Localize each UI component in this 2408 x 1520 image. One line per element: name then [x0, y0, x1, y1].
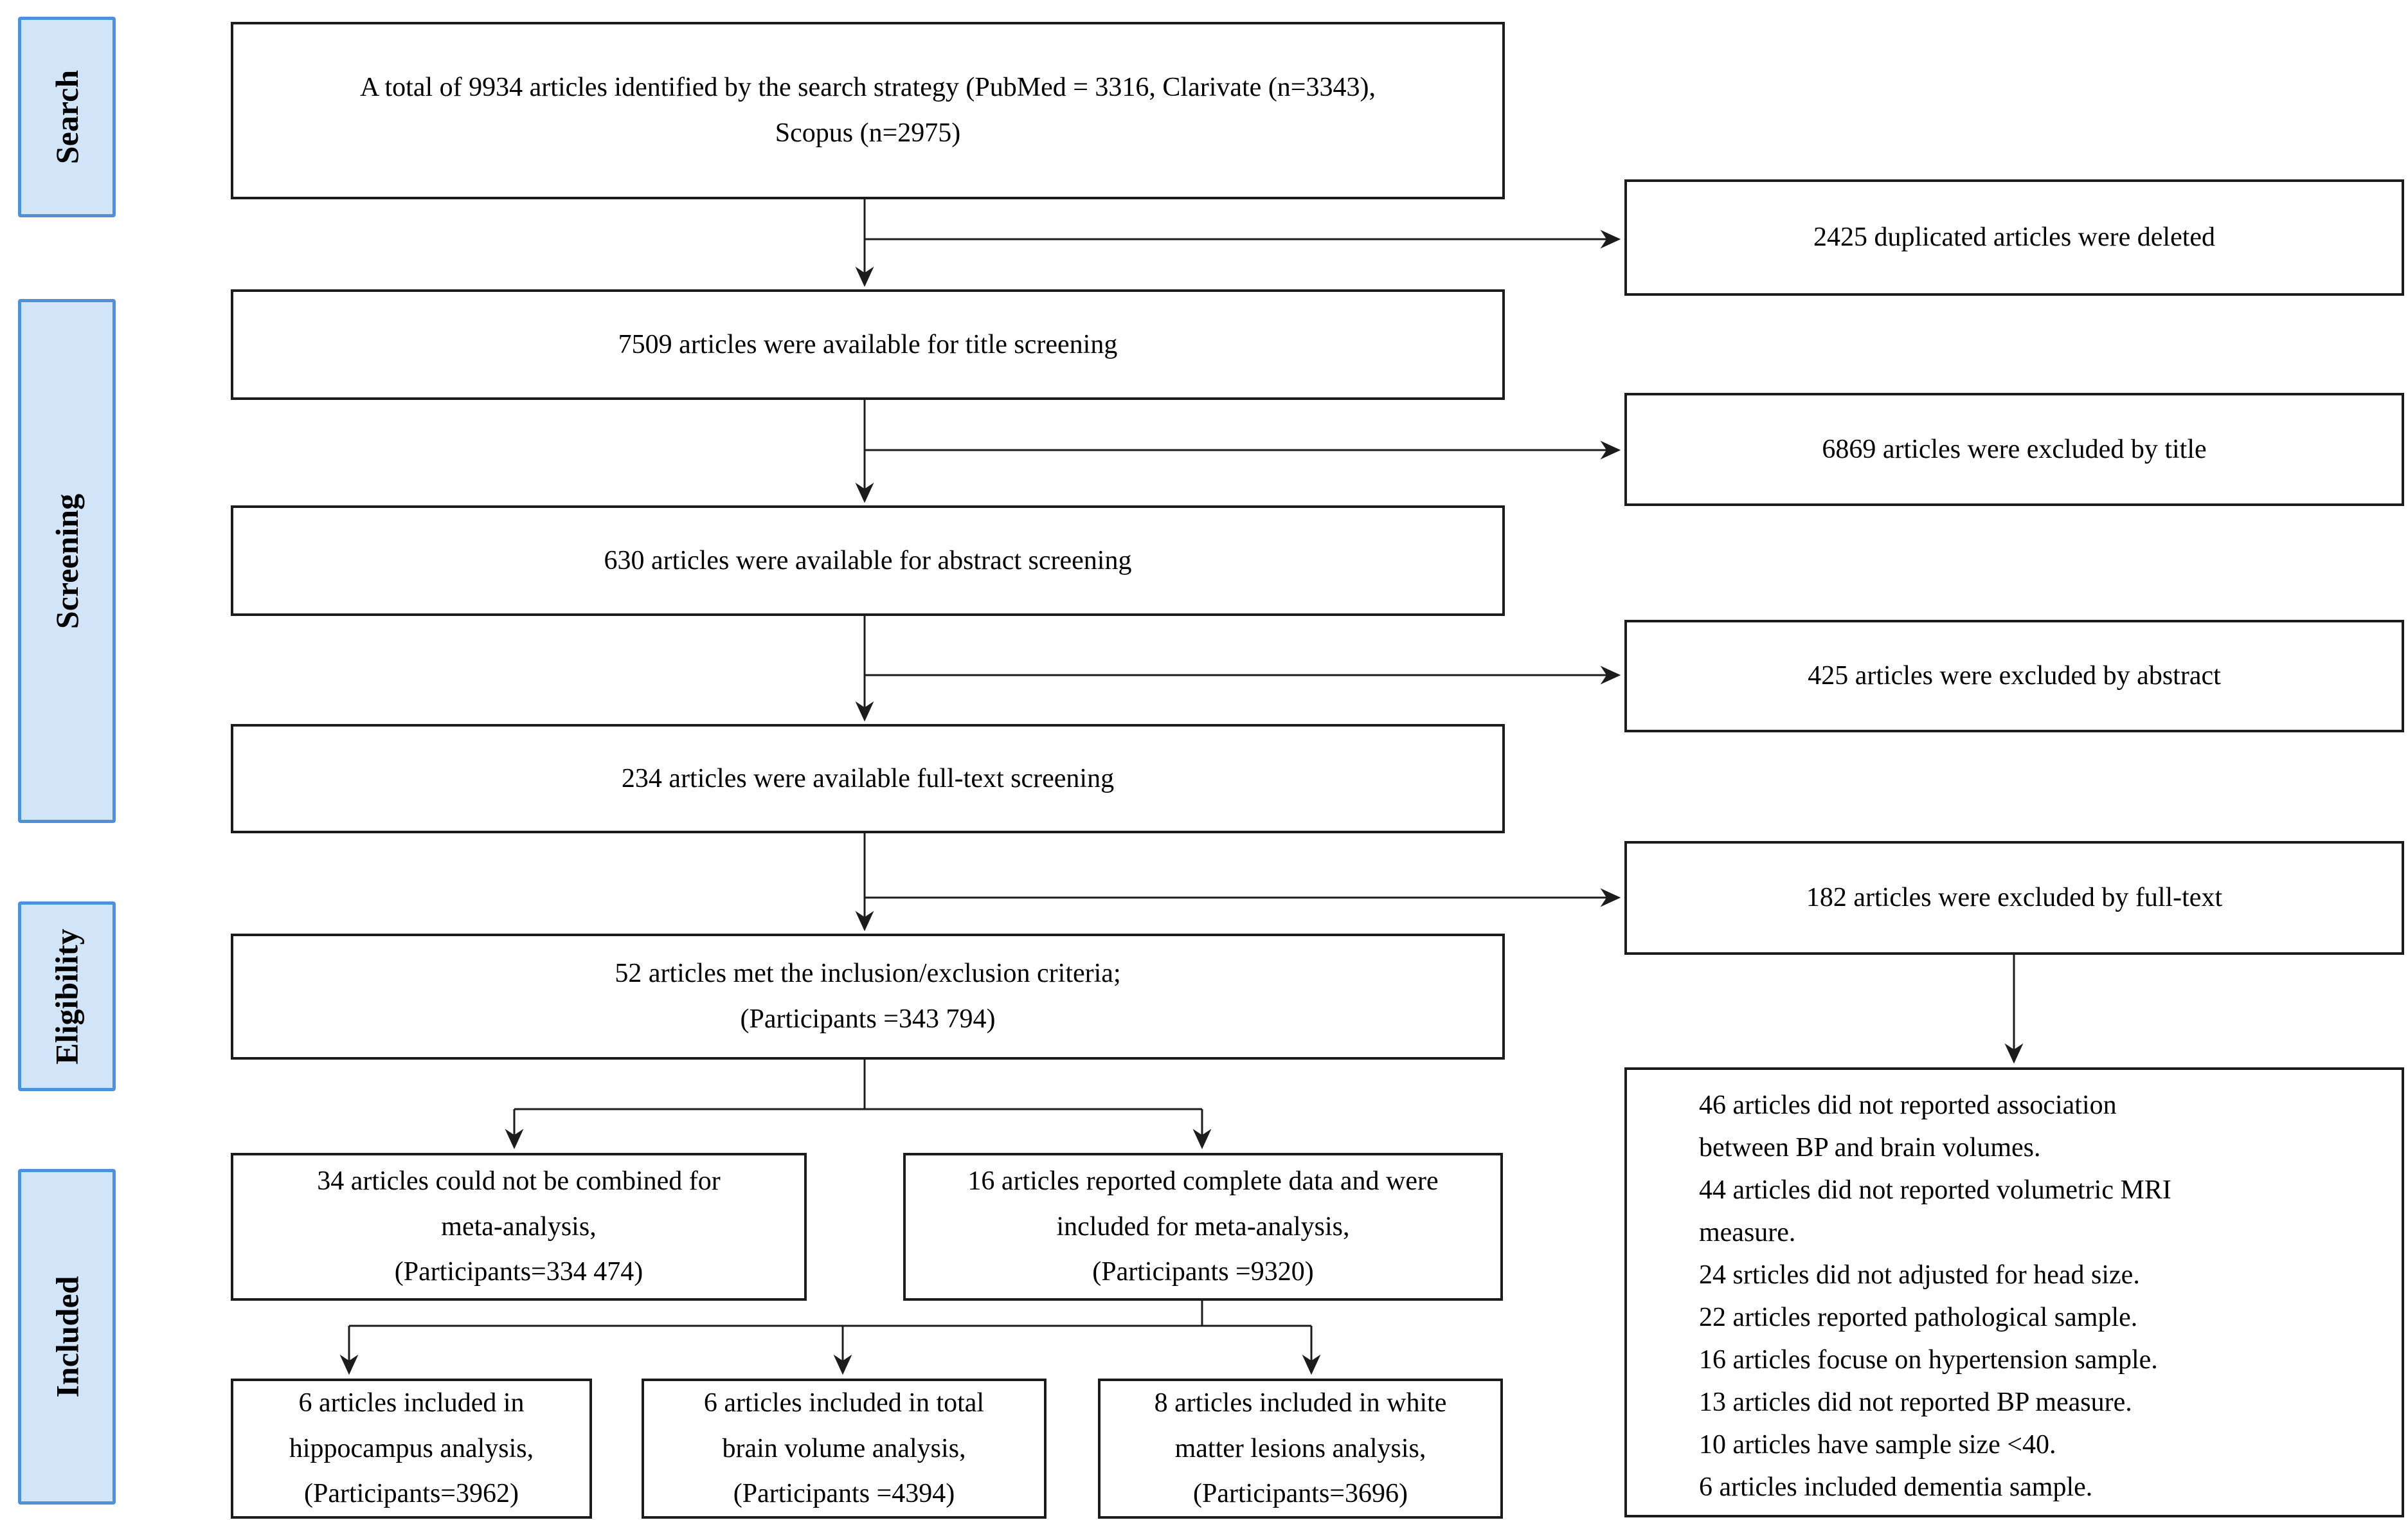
exclusion-reason-line-2: between BP and brain volumes.: [1699, 1133, 2041, 1163]
excluded-fulltext-line: 182 articles were excluded by full-text: [1806, 883, 2223, 913]
not-combined-line-1: 34 articles could not be combined for: [317, 1166, 721, 1197]
exclusion-reason-line-5: 24 srticles did not adjusted for head si…: [1699, 1260, 2140, 1290]
exclusion-reason-line-7: 16 articles focuse on hypertension sampl…: [1699, 1345, 2158, 1375]
total-brain-box: 6 articles included in total brain volum…: [642, 1379, 1047, 1519]
stage-eligibility-label: Eligibility: [49, 928, 85, 1065]
criteria-met-line-1: 52 articles met the inclusion/exclusion …: [615, 959, 1121, 989]
abstract-screening-box: 630 articles were available for abstract…: [231, 505, 1505, 616]
stage-search: Search: [18, 17, 116, 217]
duplicates-deleted-box: 2425 duplicated articles were deleted: [1624, 179, 2404, 296]
identified-line-1: A total of 9934 articles identified by t…: [360, 73, 1376, 103]
criteria-met-box: 52 articles met the inclusion/exclusion …: [231, 934, 1505, 1060]
hippocampus-line-2: hippocampus analysis,: [289, 1433, 534, 1463]
stage-screening: Screening: [18, 299, 116, 823]
included-meta-line-1: 16 articles reported complete data and w…: [967, 1166, 1439, 1197]
exclusion-reason-line-1: 46 articles did not reported association: [1699, 1090, 2117, 1120]
excluded-abstract-line: 425 articles were excluded by abstract: [1808, 661, 2221, 691]
excluded-fulltext-box: 182 articles were excluded by full-text: [1624, 841, 2404, 955]
identified-box: A total of 9934 articles identified by t…: [231, 22, 1505, 199]
hippocampus-line-3: (Participants=3962): [304, 1479, 519, 1509]
white-matter-line-1: 8 articles included in white: [1154, 1388, 1447, 1418]
excluded-title-box: 6869 articles were excluded by title: [1624, 393, 2404, 506]
exclusion-reason-line-3: 44 articles did not reported volumetric …: [1699, 1175, 2171, 1205]
identified-line-2: Scopus (n=2975): [775, 118, 961, 148]
included-meta-line-3: (Participants =9320): [1092, 1257, 1314, 1287]
connector-title-to-abstract: [855, 400, 1621, 503]
not-combined-line-2: meta-analysis,: [441, 1211, 597, 1242]
connector-criteria-split: [505, 1060, 1212, 1150]
excluded-abstract-box: 425 articles were excluded by abstract: [1624, 620, 2404, 732]
exclusion-reason-line-8: 13 articles did not reported BP measure.: [1699, 1388, 2132, 1417]
fulltext-screening-box: 234 articles were available full-text sc…: [231, 724, 1505, 833]
total-brain-line-2: brain volume analysis,: [722, 1433, 966, 1463]
stage-screening-label: Screening: [49, 493, 85, 629]
not-combined-box: 34 articles could not be combined for me…: [231, 1153, 807, 1301]
exclusion-reasons-box: 46 articles did not reported association…: [1624, 1067, 2404, 1517]
hippocampus-box: 6 articles included in hippocampus analy…: [231, 1379, 592, 1519]
exclusion-reason-line-10: 6 articles included dementia sample.: [1699, 1472, 2093, 1502]
connector-meta-split: [339, 1301, 1321, 1375]
connector-identified-to-title: [855, 199, 1621, 287]
connector-fulltext-to-criteria: [855, 833, 1621, 932]
white-matter-line-3: (Participants=3696): [1193, 1479, 1408, 1509]
not-combined-line-3: (Participants=334 474): [394, 1257, 643, 1287]
included-meta-line-2: included for meta-analysis,: [1056, 1211, 1350, 1242]
fulltext-screening-line: 234 articles were available full-text sc…: [621, 763, 1115, 793]
criteria-met-line-2: (Participants =343 794): [740, 1004, 996, 1034]
abstract-screening-line: 630 articles were available for abstract…: [604, 545, 1132, 575]
total-brain-line-1: 6 articles included in total: [703, 1388, 985, 1418]
stage-search-label: Search: [49, 69, 85, 165]
total-brain-line-3: (Participants =4394): [733, 1479, 955, 1509]
stage-included: Included: [18, 1169, 116, 1505]
stage-eligibility: Eligibility: [18, 901, 116, 1091]
exclusion-reason-line-6: 22 articles reported pathological sample…: [1699, 1303, 2138, 1332]
title-screening-box: 7509 articles were available for title s…: [231, 289, 1505, 400]
white-matter-box: 8 articles included in white matter lesi…: [1098, 1379, 1503, 1519]
exclusion-reason-line-9: 10 articles have sample size <40.: [1699, 1430, 2056, 1460]
duplicates-deleted-line: 2425 duplicated articles were deleted: [1813, 222, 2216, 253]
stage-included-label: Included: [49, 1276, 85, 1398]
white-matter-line-2: matter lesions analysis,: [1174, 1433, 1426, 1463]
exclusion-reason-line-4: measure.: [1699, 1218, 1796, 1247]
included-meta-box: 16 articles reported complete data and w…: [903, 1153, 1503, 1301]
title-screening-line: 7509 articles were available for title s…: [618, 329, 1118, 359]
hippocampus-line-1: 6 articles included in: [298, 1388, 525, 1418]
connector-abstract-to-fulltext: [855, 616, 1621, 722]
excluded-title-line: 6869 articles were excluded by title: [1822, 434, 2207, 464]
